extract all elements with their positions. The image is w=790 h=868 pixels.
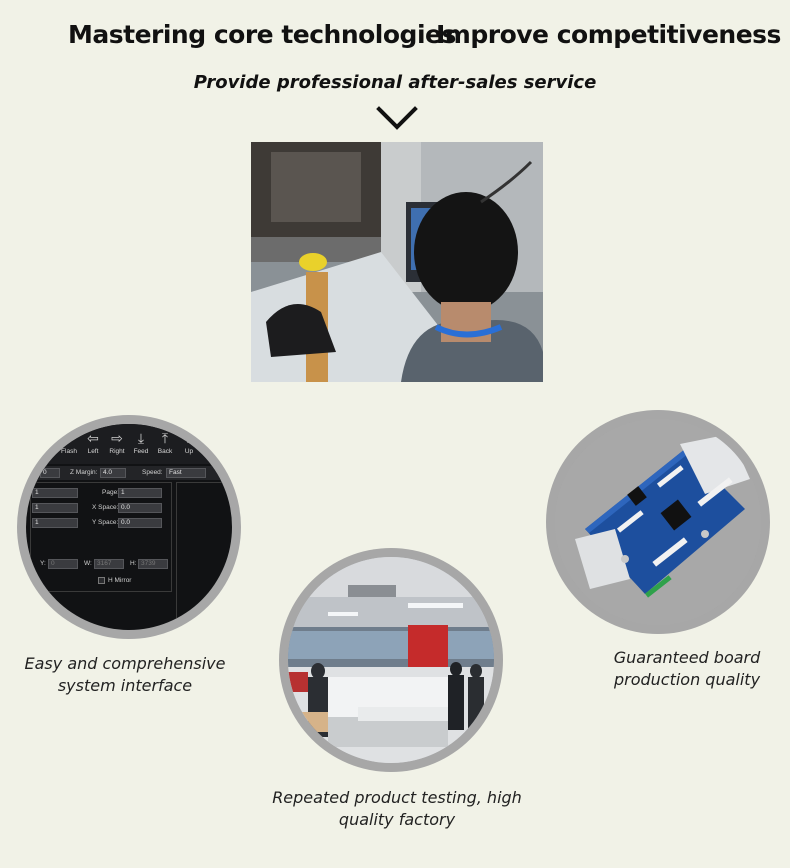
toolbar-back-label: Back: [157, 448, 173, 455]
settings-row-xspace: 1 X Space: 0.0: [26, 501, 232, 515]
speed-label: Speed:: [142, 469, 163, 476]
toolbar-right: ⇨ Right: [106, 430, 128, 455]
y-label: Y:: [40, 560, 46, 567]
caption-factory: Repeated product testing, high quality f…: [272, 788, 522, 829]
y-space-label: Y Space:: [92, 519, 119, 526]
layout-panel: [30, 482, 172, 592]
after-sales-service-photo: [251, 142, 543, 382]
settings-row-size: Y: 0 W: 3167 H: 3739: [26, 557, 232, 571]
y-field: 0: [48, 559, 78, 569]
system-interface-screenshot: 〜 Flash ⇦ Left ⇨ Right ⤓ Feed ⤒ Back: [26, 424, 232, 630]
x-space-field: 0.0: [118, 503, 162, 513]
toolbar-left-label: Left: [87, 448, 99, 455]
headline-core-technologies: Mastering core technologies: [68, 20, 456, 49]
subheadline-after-sales: Provide professional after-sales service: [193, 72, 597, 93]
factory-photo: [288, 557, 494, 763]
speed-select: Fast: [166, 468, 206, 478]
left-field-2: 1: [32, 503, 78, 513]
toolbar-feed: ⤓ Feed: [130, 430, 152, 455]
toolbar-flash: 〜 Flash: [58, 430, 80, 455]
left-select: 1: [32, 488, 78, 498]
left-field-3: 1: [32, 518, 78, 528]
factory-circle: [279, 548, 503, 772]
h-field: 3739: [138, 559, 168, 569]
x-space-label: X Space:: [92, 504, 119, 511]
w-label: W:: [84, 560, 92, 567]
caption-system-interface: Easy and comprehensive system interface: [24, 654, 226, 695]
toolbar-up-label: Up: [184, 448, 194, 455]
y-space-field: 0.0: [118, 518, 162, 528]
side-panel: [176, 482, 232, 630]
h-label: H:: [130, 560, 137, 567]
software-panel: 〜 Flash ⇦ Left ⇨ Right ⤓ Feed ⤒ Back: [26, 424, 232, 630]
feed-icon: ⤓: [137, 430, 145, 446]
chevron-down-icon: [376, 106, 418, 130]
board-circle: [546, 410, 770, 634]
arrow-right-icon: ⇨: [111, 430, 123, 446]
toolbar-back: ⤒ Back: [154, 430, 176, 455]
arrow-left-icon: ⇦: [87, 430, 99, 446]
toolbar-right-label: Right: [109, 448, 125, 455]
caption-board: Guaranteed board production quality: [613, 648, 761, 689]
settings-row-mirror: H Mirror: [26, 574, 232, 588]
settings-row-margin: 0 Z Margin: 4.0 Speed: Fast: [26, 466, 232, 480]
wave-icon: 〜: [62, 430, 76, 446]
software-toolbar: 〜 Flash ⇦ Left ⇨ Right ⤓ Feed ⤒ Back: [26, 424, 232, 464]
w-field: 3167: [94, 559, 124, 569]
page-field: 1: [118, 488, 162, 498]
h-mirror-label: H Mirror: [108, 577, 132, 584]
arrow-up-icon: ⇧: [183, 430, 195, 446]
board-photo: [555, 419, 761, 625]
z-margin-field: 4.0: [100, 468, 126, 478]
z-margin-label: Z Margin:: [70, 469, 98, 476]
top-field: 0: [40, 468, 60, 478]
toolbar-up: ⇧ Up: [178, 430, 200, 455]
toolbar-flash-label: Flash: [61, 448, 77, 455]
settings-row-page: 1 Page: 1: [26, 486, 232, 500]
h-mirror-checkbox: [98, 577, 105, 584]
toolbar-left: ⇦ Left: [82, 430, 104, 455]
back-icon: ⤒: [161, 430, 169, 446]
settings-row-yspace: 1 Y Space: 0.0: [26, 516, 232, 530]
toolbar-feed-label: Feed: [133, 448, 149, 455]
system-interface-circle: 〜 Flash ⇦ Left ⇨ Right ⤓ Feed ⤒ Back: [17, 415, 241, 639]
page-label: Page:: [102, 489, 119, 496]
headline-competitiveness: Improve competitiveness: [436, 20, 781, 49]
